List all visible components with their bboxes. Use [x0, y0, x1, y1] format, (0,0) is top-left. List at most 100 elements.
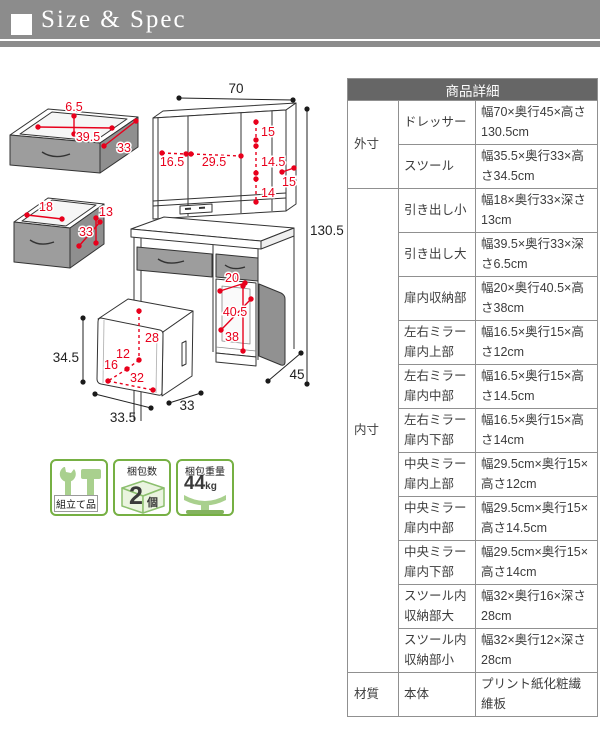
value-cell: プリント紙化粧繊維板	[474, 672, 599, 717]
dim-drawer2-width: 18	[39, 200, 53, 214]
label-cell: スツール内収納部小	[398, 628, 476, 673]
table-row: 材質 本体 プリント紙化粧繊維板	[347, 672, 599, 717]
table-row: 外寸 ドレッサー 幅70×奥行45×高さ130.5cm	[347, 100, 599, 189]
dim-mirror-depth: 15	[282, 175, 296, 189]
header-square-icon	[11, 14, 32, 35]
label-cell: 引き出し小	[398, 188, 476, 233]
table-row: スツール 幅35.5×奥行33×高さ34.5cm	[348, 144, 599, 189]
dim-stool-inner-depth: 28	[145, 331, 159, 345]
category-cell: 外寸	[347, 100, 399, 189]
dim-drawer2-depth: 33	[79, 225, 93, 239]
scale-icon	[184, 495, 226, 514]
table-row: 引き出し大 幅39.5×奥行33×深さ6.5cm	[348, 232, 599, 277]
desk-top-drawing	[130, 216, 295, 250]
dim-cabinet-height: 38	[225, 330, 239, 344]
value-cell: 幅16.5×奥行15×高さ14cm	[474, 408, 599, 453]
value-cell: 幅29.5cm×奥行15×高さ14cm	[474, 540, 599, 585]
value-cell: 幅18×奥行33×深さ13cm	[474, 188, 599, 233]
outlet-strip	[179, 203, 213, 215]
value-cell: 幅35.5×奥行33×高さ34.5cm	[474, 144, 599, 189]
label-cell: 左右ミラー扉内上部	[398, 320, 476, 365]
spec-table-wrap: 商品詳細 外寸 ドレッサー 幅70×奥行45×高さ130.5cm スツール 幅3…	[346, 78, 599, 717]
red-dimension-dots	[24, 113, 297, 393]
label-cell: 左右ミラー扉内中部	[398, 364, 476, 409]
value-cell: 幅70×奥行45×高さ130.5cm	[474, 100, 599, 145]
table-row: 左右ミラー扉内下部 幅16.5×奥行15×高さ14cm	[348, 408, 599, 453]
package-weight-badge: 梱包重量 44kg	[176, 459, 234, 516]
dim-mirror-center-width: 29.5	[202, 155, 226, 169]
label-cell: 中央ミラー扉内中部	[398, 496, 476, 541]
drawer-large-drawing	[9, 108, 139, 174]
label-cell: 引き出し大	[398, 232, 476, 277]
package-count-value: 2	[129, 482, 143, 510]
dim-total-width: 70	[228, 81, 243, 96]
category-cell: 内寸	[347, 188, 399, 673]
assembly-badge-label: 組立て品	[54, 495, 98, 512]
table-row: スツール内収納部小 幅32×奥行12×深さ28cm	[348, 628, 599, 673]
dim-cabinet-width: 20	[225, 271, 239, 285]
package-weight-value: 44kg	[184, 473, 217, 495]
value-cell: 幅16.5×奥行15×高さ12cm	[474, 320, 599, 365]
dim-mirror-left-width: 16.5	[160, 155, 184, 169]
dim-drawer1-depth: 33	[117, 141, 131, 155]
black-dimension-dots	[80, 95, 310, 411]
assembly-badge: 組立て品	[50, 459, 108, 516]
dim-stool-width: 33.5	[110, 410, 136, 425]
label-cell: 中央ミラー扉内上部	[398, 452, 476, 497]
header-underline	[0, 39, 600, 41]
label-cell: 扉内収納部	[398, 276, 476, 321]
table-row: 中央ミラー扉内上部 幅29.5cm×奥行15×高さ12cm	[348, 452, 599, 497]
furniture-line-art	[9, 102, 297, 421]
table-row: 中央ミラー扉内中部 幅29.5cm×奥行15×高さ14.5cm	[348, 496, 599, 541]
value-cell: 幅29.5cm×奥行15×高さ12cm	[474, 452, 599, 497]
value-cell: 幅32×奥行16×深さ28cm	[474, 584, 599, 629]
dim-stool-inner-16: 16	[104, 358, 118, 372]
weight-number: 44	[184, 473, 206, 494]
dim-drawer1-height: 6.5	[65, 100, 82, 114]
product-badges: 組立て品 梱包数 2 個 梱包重量 44kg	[50, 459, 234, 516]
label-cell: 中央ミラー扉内下部	[398, 540, 476, 585]
weight-unit: kg	[205, 481, 217, 492]
dim-stool-depth: 33	[179, 398, 194, 413]
dim-cabinet-depth: 40.5	[223, 305, 247, 319]
page-title: Size & Spec	[41, 6, 187, 33]
desk-base-drawing	[133, 236, 295, 421]
table-row: スツール内収納部大 幅32×奥行16×深さ28cm	[348, 584, 599, 629]
section-header-bar: Size & Spec	[0, 0, 600, 47]
label-cell: 左右ミラー扉内下部	[398, 408, 476, 453]
dim-mirror-top-height: 15	[261, 125, 275, 139]
category-cell: 材質	[347, 672, 399, 717]
value-cell: 幅29.5cm×奥行15×高さ14.5cm	[474, 496, 599, 541]
value-cell: 幅32×奥行12×深さ28cm	[474, 628, 599, 673]
label-cell: スツール内収納部大	[398, 584, 476, 629]
spec-table: 商品詳細 外寸 ドレッサー 幅70×奥行45×高さ130.5cm スツール 幅3…	[346, 78, 599, 717]
dim-mirror-low-height: 14	[261, 186, 275, 200]
table-row: 左右ミラー扉内上部 幅16.5×奥行15×高さ12cm	[348, 320, 599, 365]
dim-drawer2-height: 13	[99, 205, 113, 219]
spec-table-title: 商品詳細	[346, 78, 599, 101]
table-row: 中央ミラー扉内下部 幅29.5cm×奥行15×高さ14cm	[348, 540, 599, 585]
value-cell: 幅16.5×奥行15×高さ14.5cm	[474, 364, 599, 409]
label-cell: 本体	[398, 672, 476, 717]
dim-drawer1-width: 39.5	[76, 130, 100, 144]
open-door	[258, 283, 286, 366]
box-icon	[121, 480, 165, 514]
table-row: 内寸 引き出し小 幅18×奥行33×深さ13cm	[347, 188, 599, 673]
stool-handle-slot	[181, 340, 187, 367]
package-weight-label: 梱包重量	[185, 467, 225, 478]
stool-drawing	[96, 298, 194, 397]
dim-total-depth: 45	[289, 367, 304, 382]
label-cell: ドレッサー	[398, 100, 476, 145]
dim-mirror-mid-height: 14.5	[261, 155, 285, 169]
mirror-cabinet-drawing	[152, 102, 297, 220]
value-cell: 幅20×奥行40.5×高さ38cm	[474, 276, 599, 321]
label-cell: スツール	[398, 144, 476, 189]
package-count-label: 梱包数	[127, 467, 157, 478]
package-count-badge: 梱包数 2 個	[113, 459, 171, 516]
dim-total-height: 130.5	[310, 223, 344, 238]
dresser-dimension-drawing: 70 130.5 45 34.5 33.5 33 6.5 39.5 33 18 …	[9, 81, 344, 425]
black-dimension-lines	[82, 97, 308, 409]
value-cell: 幅39.5×奥行33×深さ6.5cm	[474, 232, 599, 277]
dim-stool-height: 34.5	[53, 350, 79, 365]
dim-stool-inner-12: 12	[116, 347, 130, 361]
